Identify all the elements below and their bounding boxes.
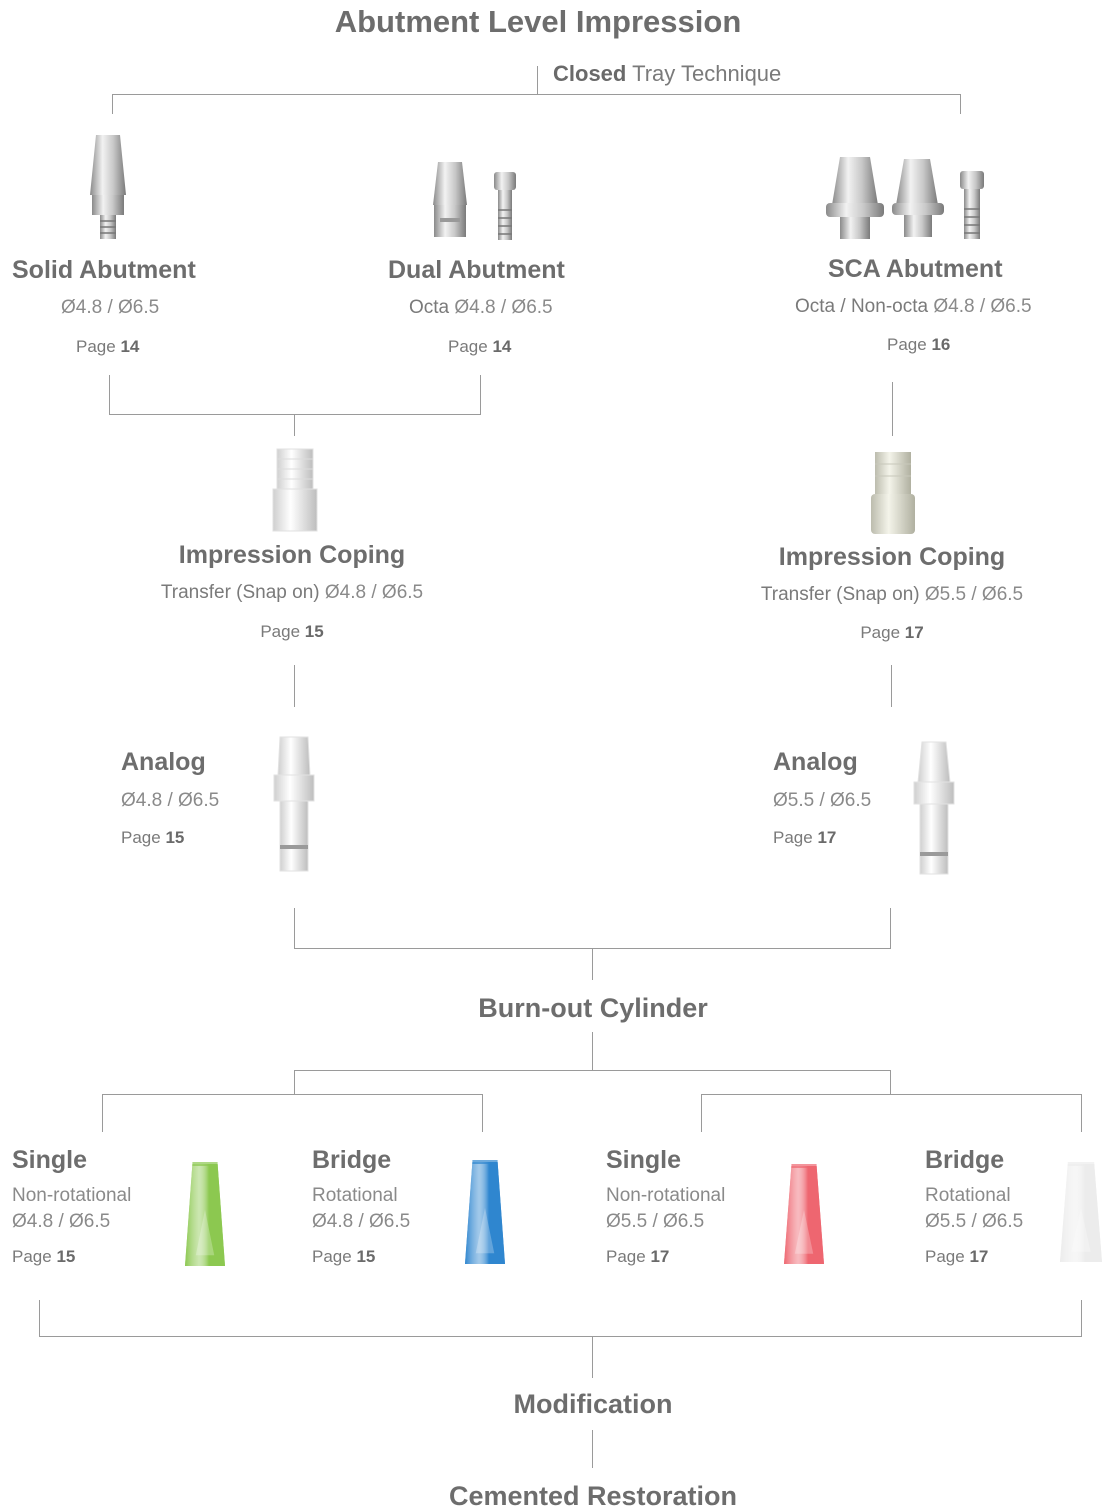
analog-right-page: Page 17: [773, 828, 837, 847]
impression-coping-right-title: Impression Coping: [778, 543, 1006, 571]
impression-coping-left-title: Impression Coping: [178, 541, 406, 569]
page-title: Abutment Level Impression: [334, 4, 742, 39]
cylinder-shading: [465, 1162, 505, 1264]
connector: [960, 94, 961, 114]
connector: [102, 1094, 103, 1132]
solid-abutment-icon: [90, 135, 126, 239]
dual-abutment-spec: Octa Ø4.8 / Ø6.5: [409, 297, 553, 318]
cylinder-bridge-right: Bridge Rotational Ø5.5 / Ø6.5 Page 17: [925, 1146, 1023, 1267]
impression-coping-right-spec: Transfer (Snap on) Ø5.5 / Ø6.5: [760, 584, 1024, 605]
cylinder-type: Non-rotational: [12, 1185, 132, 1206]
connector: [1081, 1094, 1082, 1132]
connector: [537, 66, 538, 94]
connector: [294, 665, 295, 707]
technique-label: Closed Tray Technique: [553, 61, 782, 86]
analog-right-spec: Ø5.5 / Ø6.5: [773, 790, 872, 811]
burnout-cylinder-white-icon: [1060, 1162, 1102, 1262]
analog-left-icon: [273, 736, 315, 872]
dual-abutment-page: Page 14: [448, 337, 512, 356]
impression-coping-left-spec: Transfer (Snap on) Ø4.8 / Ø6.5: [160, 582, 424, 603]
burnout-cylinder-blue-icon: [465, 1160, 505, 1264]
cylinder-spec: Ø4.8 / Ø6.5: [312, 1211, 411, 1232]
cylinder-shading: [185, 1164, 225, 1266]
connector: [294, 1070, 295, 1094]
connector: [701, 1094, 1082, 1095]
modification-title: Modification: [513, 1389, 673, 1419]
connector: [109, 414, 481, 415]
impression-coping-right-page: Page 17: [860, 623, 924, 642]
cylinder-title: Single: [606, 1146, 682, 1174]
cylinder-page: Page 17: [606, 1247, 670, 1266]
cylinder-highlight: [794, 1209, 814, 1254]
cylinder-rim: [1067, 1162, 1095, 1166]
impression-coping-left-icon: [272, 448, 318, 532]
solid-abutment-title: Solid Abutment: [12, 256, 196, 284]
connector: [890, 1070, 891, 1094]
impression-coping-left-page: Page 15: [260, 622, 324, 641]
cylinder-page: Page 17: [925, 1247, 989, 1266]
analog-right-icon: [913, 741, 955, 875]
cylinder-title: Single: [12, 1146, 88, 1174]
cylinder-type: Rotational: [312, 1185, 398, 1206]
sca-abutment-title: SCA Abutment: [828, 255, 1003, 283]
connector: [592, 948, 593, 980]
connector: [701, 1094, 702, 1132]
cylinder-page: Page 15: [312, 1247, 376, 1266]
analog-left-page: Page 15: [121, 828, 185, 847]
burnout-cylinder-title: Burn-out Cylinder: [478, 993, 708, 1023]
sca-abutment-icon: [826, 157, 984, 239]
cylinder-bridge-left: Bridge Rotational Ø4.8 / Ø6.5 Page 15: [312, 1146, 410, 1267]
solid-abutment-page: Page 14: [76, 337, 140, 356]
dual-abutment-icon: [433, 162, 516, 240]
cylinder-rim: [192, 1162, 218, 1166]
cylinder-highlight: [475, 1207, 495, 1254]
analog-left-title: Analog: [121, 748, 206, 776]
burnout-cylinder-red-icon: [784, 1164, 824, 1264]
connector: [109, 375, 110, 414]
sca-abutment-page: Page 16: [887, 335, 951, 354]
connector: [891, 665, 892, 707]
cylinder-rim: [791, 1164, 817, 1168]
cylinder-shading: [784, 1166, 824, 1264]
connector: [294, 1070, 891, 1071]
cylinder-spec: Ø4.8 / Ø6.5: [12, 1211, 111, 1232]
analog-right-title: Analog: [773, 748, 858, 776]
analog-left-spec: Ø4.8 / Ø6.5: [121, 790, 220, 811]
burnout-cylinder-green-icon: [185, 1162, 225, 1266]
cylinder-single-right: Single Non-rotational Ø5.5 / Ø6.5 Page 1…: [606, 1146, 725, 1267]
cylinder-single-left: Single Non-rotational Ø4.8 / Ø6.5 Page 1…: [12, 1146, 131, 1267]
connector: [592, 1032, 593, 1070]
connector: [592, 1336, 593, 1378]
dual-abutment-title: Dual Abutment: [388, 256, 565, 284]
connector: [39, 1300, 40, 1336]
connector: [480, 375, 481, 414]
connector: [112, 94, 113, 114]
cylinder-title: Bridge: [925, 1146, 1005, 1174]
cylinder-page: Page 15: [12, 1247, 76, 1266]
connector: [102, 1094, 483, 1095]
sca-abutment-spec: Octa / Non-octa Ø4.8 / Ø6.5: [795, 296, 1032, 317]
connector: [890, 908, 891, 948]
cylinder-type: Non-rotational: [606, 1185, 726, 1206]
cylinder-spec: Ø5.5 / Ø6.5: [606, 1211, 705, 1232]
cylinder-highlight: [1071, 1207, 1091, 1252]
connector: [1081, 1300, 1082, 1336]
cylinder-type: Rotational: [925, 1185, 1011, 1206]
cylinder-spec: Ø5.5 / Ø6.5: [925, 1211, 1024, 1232]
connector: [112, 94, 960, 95]
cylinder-highlight: [195, 1209, 215, 1256]
cylinder-shading: [1060, 1164, 1102, 1262]
connector: [482, 1094, 483, 1132]
connector: [294, 908, 295, 948]
connector: [592, 1430, 593, 1468]
impression-coping-right-icon: [871, 452, 915, 534]
connector: [294, 414, 295, 436]
cemented-restoration-title: Cemented Restoration: [448, 1481, 738, 1511]
connector: [39, 1336, 1082, 1337]
connector: [892, 382, 893, 436]
solid-abutment-spec: Ø4.8 / Ø6.5: [61, 297, 160, 318]
cylinder-rim: [472, 1160, 498, 1164]
cylinder-title: Bridge: [312, 1146, 392, 1174]
